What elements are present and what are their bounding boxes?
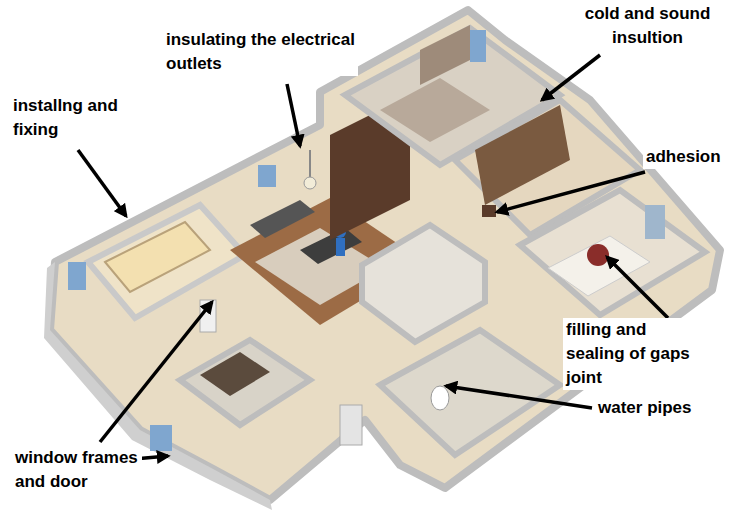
callout-label: installng and fixing [10, 94, 150, 142]
callout-label: cold and sound insultion [555, 2, 740, 50]
leader-arrow [542, 55, 600, 100]
callout-label: adhesion [643, 145, 743, 169]
leader-arrow [100, 302, 212, 442]
leader-arrows [78, 55, 668, 462]
leader-arrow [497, 172, 645, 212]
callout-label: filling and sealing of gaps joint [563, 318, 711, 390]
leader-arrow [607, 257, 668, 318]
callout-label: water pipes [595, 396, 740, 420]
callout-label: insulating the electrical outlets [163, 28, 358, 76]
floor-plan [44, 10, 720, 510]
leader-arrow [78, 150, 126, 216]
callout-label: window frames and door [12, 446, 142, 494]
leader-arrow [287, 84, 300, 146]
